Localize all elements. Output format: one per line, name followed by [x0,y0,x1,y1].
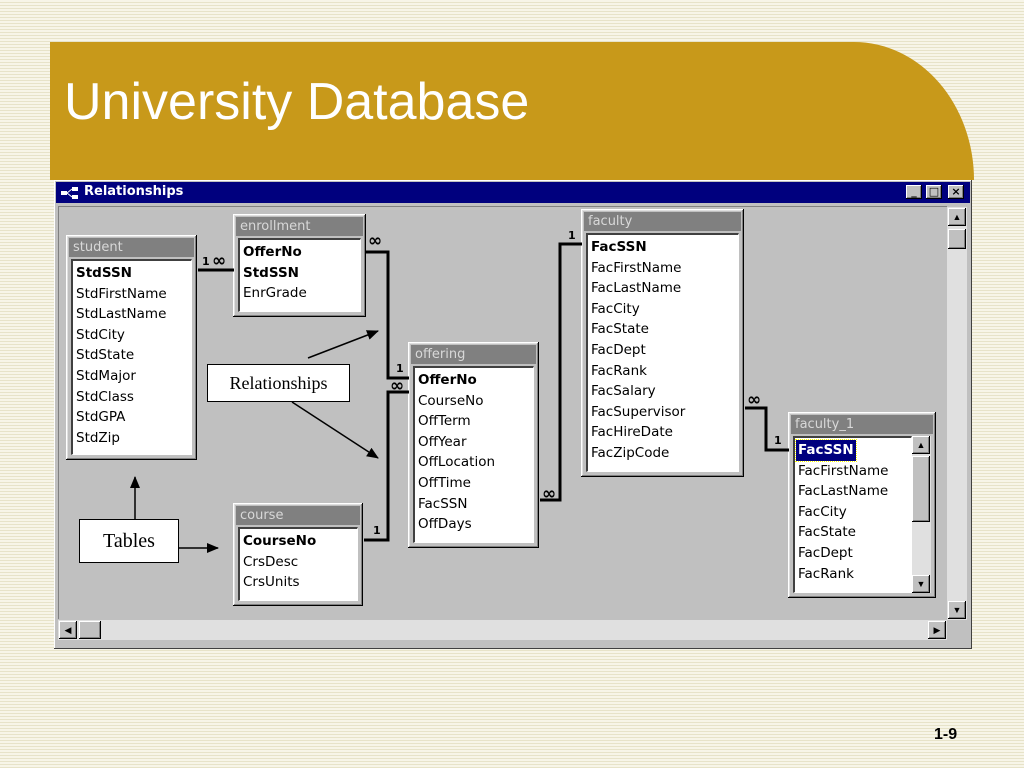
faculty-1-scrollbar[interactable]: ▲ ▼ [912,436,931,593]
scroll-down-arrow-icon[interactable]: ▼ [912,575,930,593]
field-item[interactable]: FacCity [591,300,640,317]
field-item[interactable]: EnrGrade [243,285,307,302]
cardinality-many: ∞ [747,390,761,410]
scroll-down-arrow-icon[interactable]: ▼ [948,601,966,619]
field-item[interactable]: StdClass [76,388,134,405]
field-item[interactable]: FacZipCode [591,444,670,461]
field-item[interactable]: OfferNo [418,372,477,388]
maximize-button[interactable]: □ [926,185,942,199]
scroll-up-arrow-icon[interactable]: ▲ [912,436,930,454]
student-table[interactable]: student StdSSN StdFirstName StdLastName … [66,235,197,460]
enrollment-offering-line [366,250,409,380]
field-item[interactable]: StdSSN [243,264,299,281]
horizontal-scrollbar[interactable]: ◀ ▶ [58,620,947,640]
field-item[interactable]: CourseNo [243,533,317,549]
cardinality-many: ∞ [542,484,556,504]
field-item[interactable]: FacSSN [418,495,468,512]
field-item[interactable]: FacRank [798,565,854,582]
relationships-arrow-top [307,330,379,359]
slide-title: University Database [64,73,530,131]
field-item[interactable]: FacLastName [591,280,682,297]
field-item[interactable]: StdState [76,347,135,364]
field-item[interactable]: StdLastName [76,306,167,323]
field-item[interactable]: FacDept [591,341,646,358]
minimize-button[interactable]: _ [906,185,922,199]
scroll-right-arrow-icon[interactable]: ▶ [928,621,946,639]
field-item[interactable]: CrsDesc [243,553,299,570]
field-item[interactable]: FacDept [798,544,853,561]
slide-title-banner [50,42,974,180]
relationships-callout: Relationships [207,364,350,402]
tables-callout: Tables [79,519,179,563]
cardinality-one: 1 [396,362,404,375]
offering-table[interactable]: offering OfferNo CourseNo OffTerm OffYea… [408,342,539,548]
field-list[interactable]: OfferNo CourseNo OffTerm OffYear OffLoca… [413,366,534,543]
course-table[interactable]: course CourseNo CrsDesc CrsUnits [233,503,363,606]
scroll-thumb[interactable] [912,456,930,522]
faculty-faculty1-line [745,406,789,452]
table-title[interactable]: offering [411,345,536,364]
field-item[interactable]: FacCity [798,503,847,520]
field-item[interactable]: CrsUnits [243,574,300,591]
faculty-table[interactable]: faculty FacSSN FacFirstName FacLastName … [581,209,744,477]
field-item[interactable]: StdMajor [76,367,136,384]
field-item[interactable]: FacFirstName [798,462,889,479]
field-item[interactable]: OffTime [418,474,471,491]
scroll-up-arrow-icon[interactable]: ▲ [948,208,966,226]
field-item[interactable]: CourseNo [418,392,484,409]
offering-faculty-line [540,242,582,502]
field-item[interactable]: FacState [591,321,649,338]
field-item[interactable]: FacState [798,524,856,541]
cardinality-one: 1 [774,434,782,447]
field-item[interactable]: StdZip [76,429,121,446]
vertical-scrollbar[interactable]: ▲ ▼ [947,207,967,620]
field-item[interactable]: FacRank [591,362,647,379]
field-item[interactable]: FacSSN [591,239,647,255]
course-offering-line [364,390,409,542]
field-item[interactable]: FacLastName [798,483,889,500]
cardinality-one: 1 [202,255,210,268]
relationships-icon [61,187,78,199]
close-button[interactable]: × [948,185,964,199]
field-item[interactable]: OffDays [418,516,472,533]
field-item[interactable]: OffLocation [418,454,496,471]
field-item[interactable]: FacHireDate [591,424,673,441]
table-title[interactable]: enrollment [236,217,363,236]
table-title[interactable]: course [236,506,360,525]
table-title[interactable]: student [69,238,194,257]
field-item[interactable]: StdSSN [76,265,132,281]
field-list[interactable]: FacSSN FacFirstName FacLastName FacCity … [586,233,739,472]
cardinality-many: ∞ [390,376,404,396]
field-item[interactable]: StdCity [76,326,125,343]
scroll-thumb[interactable] [948,229,966,249]
table-title[interactable]: faculty_1 [791,415,933,434]
field-list[interactable]: FacSSN FacFirstName FacLastName FacCity … [793,436,912,593]
window-titlebar[interactable]: Relationships _ □ × [56,182,970,203]
page-number: 1-9 [934,726,958,743]
cardinality-one: 1 [568,229,576,242]
field-list[interactable]: CourseNo CrsDesc CrsUnits [238,527,358,601]
field-item[interactable]: FacFirstName [591,259,682,276]
field-item[interactable]: FacSSN [795,439,857,462]
cardinality-many: ∞ [212,251,226,271]
field-list[interactable]: StdSSN StdFirstName StdLastName StdCity … [71,259,192,455]
field-item[interactable]: OffYear [418,433,467,450]
window-title: Relationships [84,184,184,199]
field-item[interactable]: StdFirstName [76,285,167,302]
table-title[interactable]: faculty [584,212,741,231]
horizontal-scroll-thumb[interactable] [79,621,101,639]
enrollment-table[interactable]: enrollment OfferNo StdSSN EnrGrade [233,214,366,317]
field-item[interactable]: StdGPA [76,409,126,426]
field-item[interactable]: FacSalary [591,383,656,400]
field-list[interactable]: OfferNo StdSSN EnrGrade [238,238,361,312]
field-item[interactable]: FacSupervisor [591,403,686,420]
cardinality-one: 1 [373,524,381,537]
field-item[interactable]: OfferNo [243,244,302,260]
faculty-1-table[interactable]: faculty_1 FacSSN FacFirstName FacLastNam… [788,412,936,598]
field-item[interactable]: OffTerm [418,413,471,430]
relationships-arrow-bottom [291,401,379,459]
cardinality-many: ∞ [368,231,382,251]
scroll-left-arrow-icon[interactable]: ◀ [59,621,77,639]
